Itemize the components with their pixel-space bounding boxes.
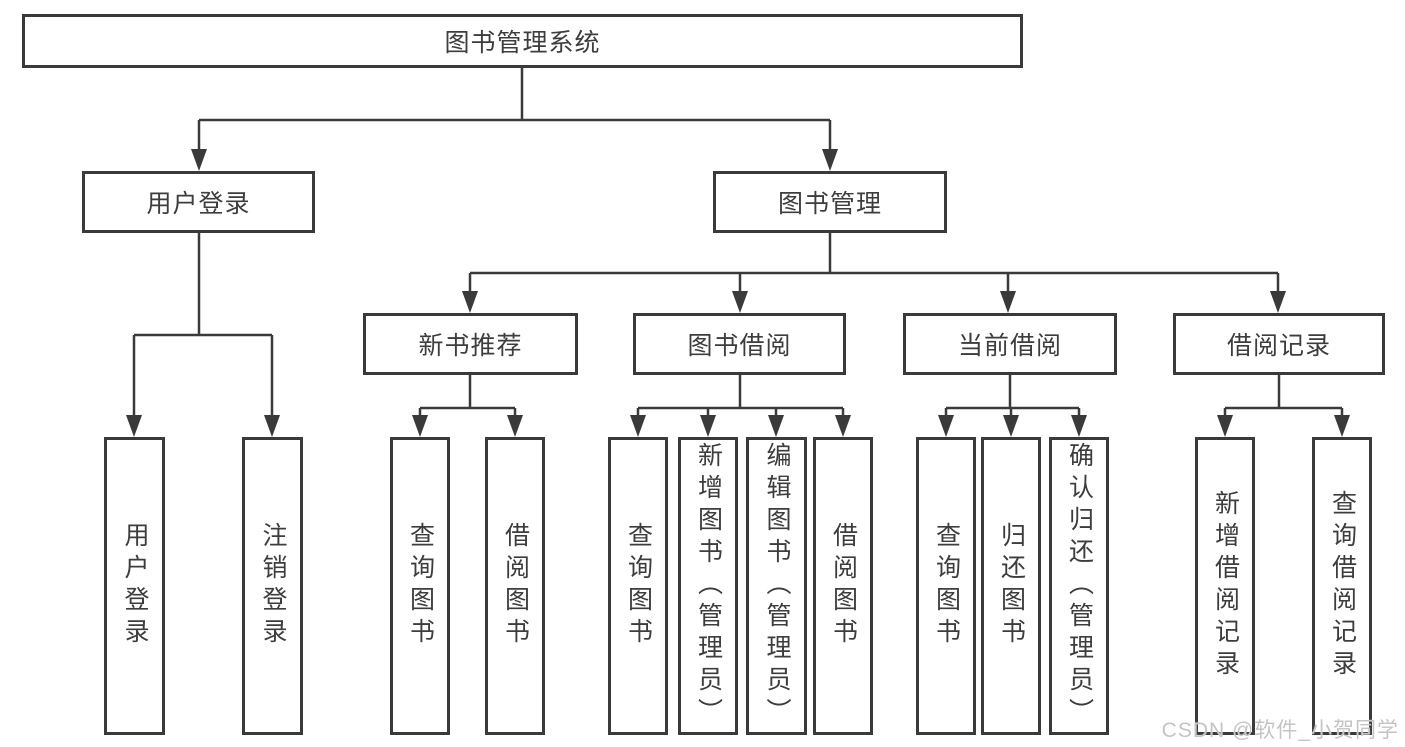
- node-leaf-query-books-borrowing: 查询图书: [608, 437, 668, 735]
- arrow-down-icon: [822, 149, 838, 171]
- arrow-down-icon: [412, 415, 428, 437]
- node-leaf-confirm-return-admin: 确认归还（管理员）: [1049, 437, 1109, 735]
- node-new-book-recommend: 新书推荐: [363, 313, 578, 375]
- edges-records-to-leaves: [1217, 375, 1350, 437]
- node-leaf-add-borrow-record: 新增借阅记录: [1195, 437, 1255, 735]
- arrow-down-icon: [835, 415, 851, 437]
- arrow-down-icon: [126, 415, 142, 437]
- node-current-borrow: 当前借阅: [903, 313, 1117, 375]
- node-borrow-records: 借阅记录: [1173, 313, 1385, 375]
- node-leaf-add-book-admin: 新增图书（管理员）: [678, 437, 738, 735]
- arrow-down-icon: [462, 291, 478, 313]
- node-book-management-branch: 图书管理: [713, 171, 947, 233]
- csdn-watermark: CSDN @软件_小贺同学: [1161, 719, 1399, 742]
- arrow-down-icon: [1270, 291, 1286, 313]
- arrow-down-icon: [1071, 415, 1087, 437]
- node-book-borrowing: 图书借阅: [633, 313, 846, 375]
- edges-root-to-level2: [191, 68, 838, 171]
- node-leaf-borrow-books-recommend: 借阅图书: [485, 437, 545, 735]
- arrow-down-icon: [1003, 415, 1019, 437]
- arrow-down-icon: [1334, 415, 1350, 437]
- node-root-system: 图书管理系统: [22, 14, 1023, 68]
- node-leaf-edit-book-admin: 编辑图书（管理员）: [746, 437, 807, 735]
- node-user-login-branch: 用户登录: [82, 171, 315, 233]
- node-leaf-query-books-current: 查询图书: [916, 437, 976, 735]
- arrow-down-icon: [1217, 415, 1233, 437]
- node-leaf-borrow-books-borrowing: 借阅图书: [813, 437, 873, 735]
- arrow-down-icon: [630, 415, 646, 437]
- arrow-down-icon: [768, 415, 784, 437]
- arrow-down-icon: [191, 149, 207, 171]
- arrow-down-icon: [264, 415, 280, 437]
- node-leaf-logout: 注销登录: [242, 437, 303, 735]
- edges-borrowing-to-leaves: [630, 375, 851, 437]
- arrow-down-icon: [732, 291, 748, 313]
- arrow-down-icon: [700, 415, 716, 437]
- node-leaf-query-books-recommend: 查询图书: [390, 437, 450, 735]
- node-leaf-query-borrow-record: 查询借阅记录: [1312, 437, 1372, 735]
- edges-recommend-to-leaves: [412, 375, 523, 437]
- arrow-down-icon: [507, 415, 523, 437]
- edges-management-to-level3: [462, 233, 1286, 313]
- arrow-down-icon: [938, 415, 954, 437]
- node-leaf-user-login: 用户登录: [104, 437, 165, 735]
- arrow-down-icon: [1000, 291, 1016, 313]
- edges-current-to-leaves: [938, 375, 1087, 437]
- edges-user-to-leaves: [126, 233, 280, 437]
- node-leaf-return-book: 归还图书: [981, 437, 1041, 735]
